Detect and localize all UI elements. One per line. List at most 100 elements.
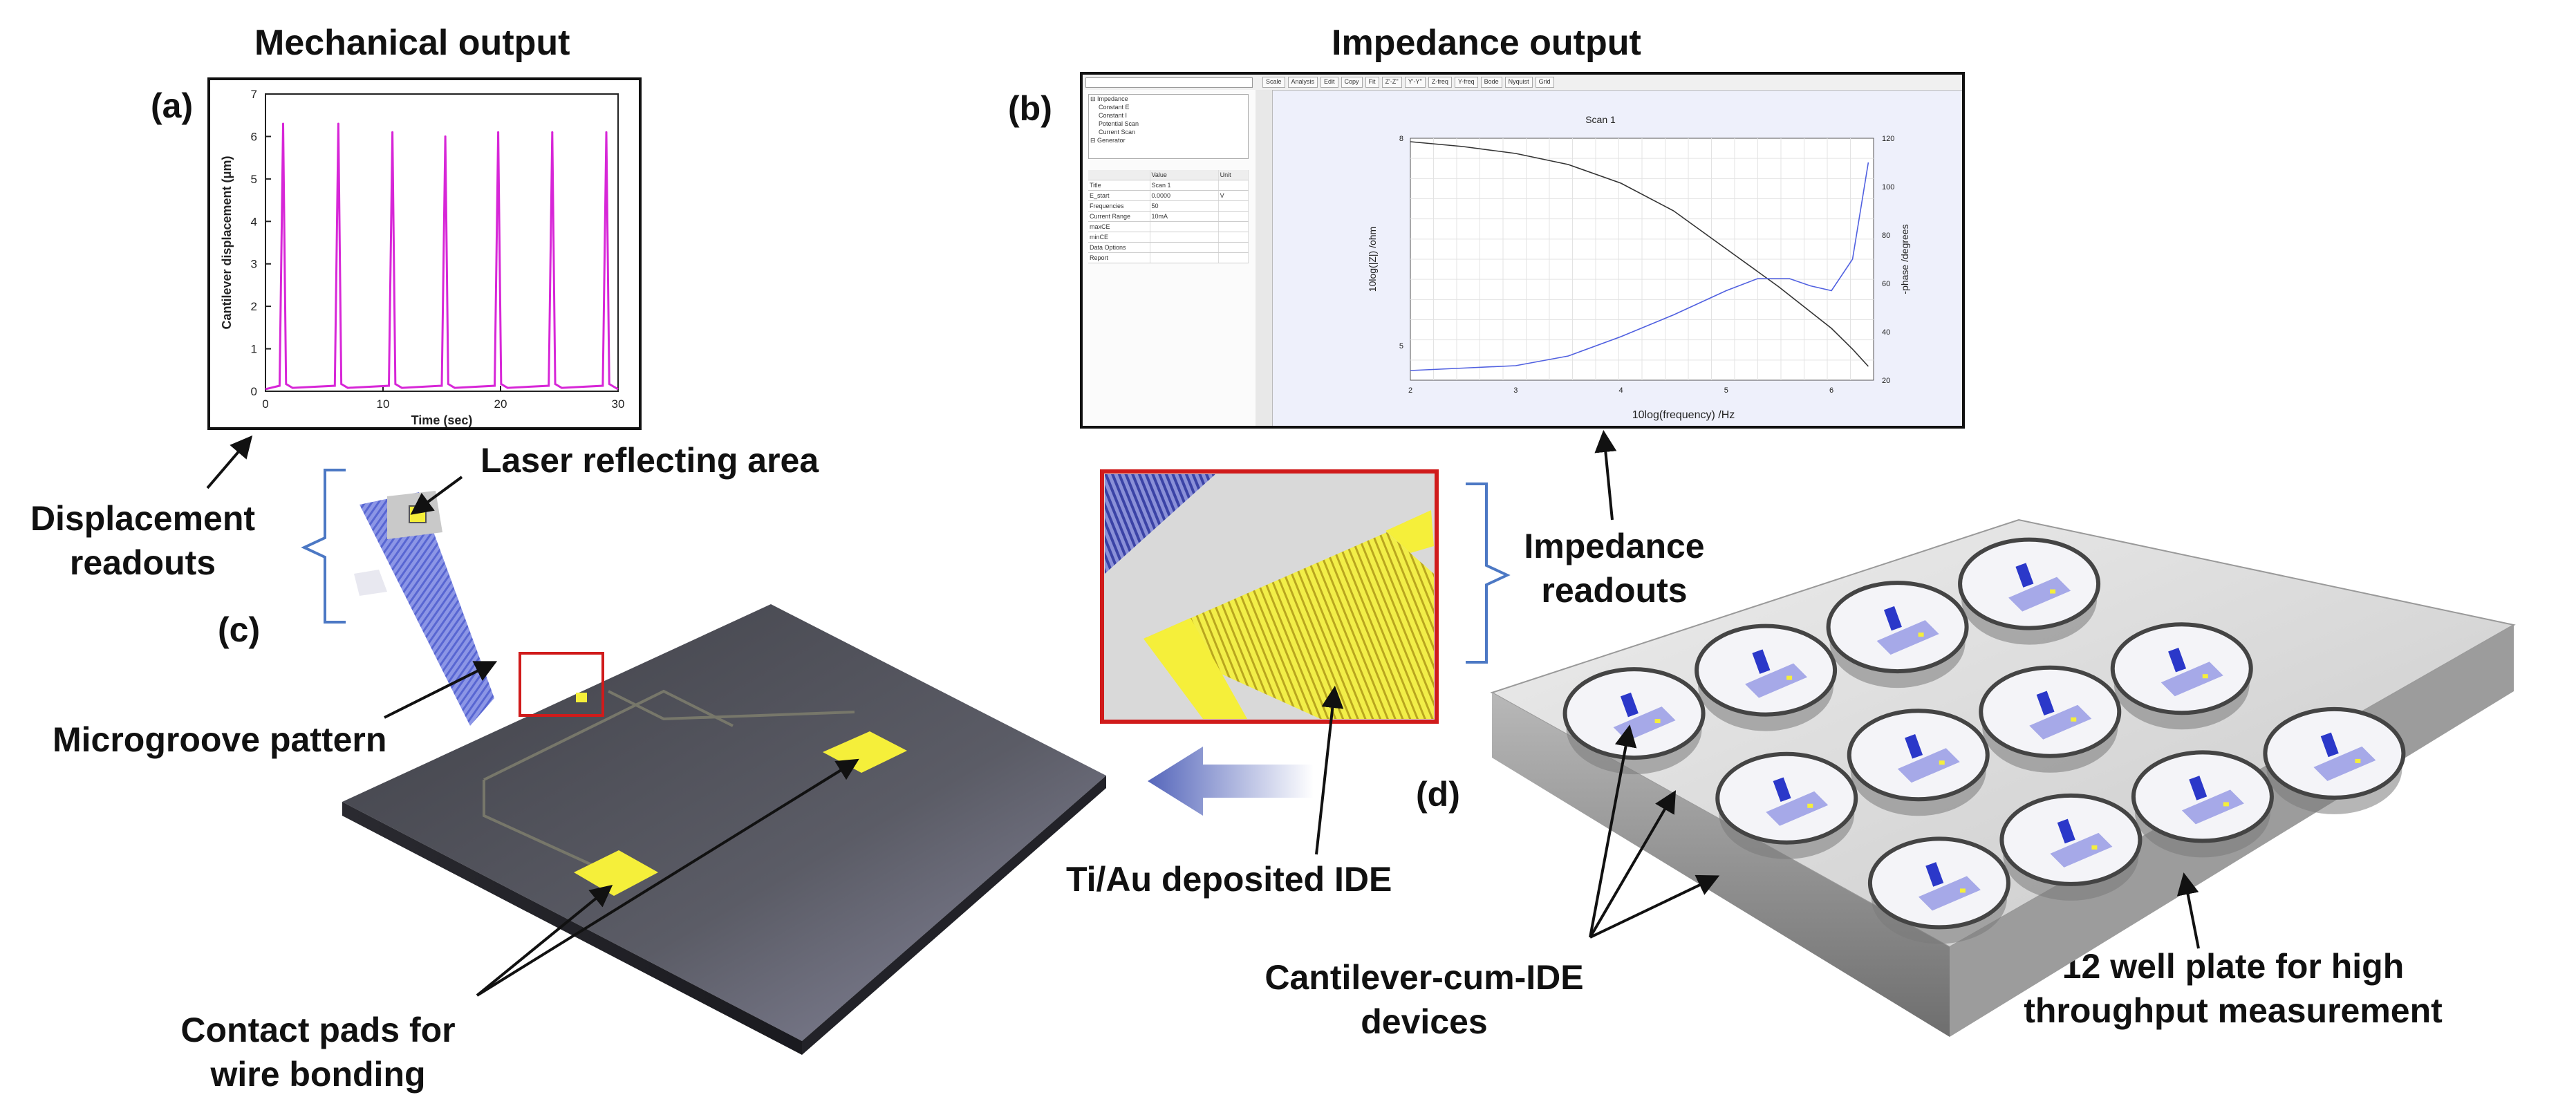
toolbar-button[interactable]: Analysis <box>1287 77 1318 88</box>
tree-item[interactable]: ⊟ Impedance <box>1090 95 1128 102</box>
well-shadow <box>1829 597 1966 688</box>
y-tick-label-a: 2 <box>251 300 257 313</box>
x-tick-label-b: 4 <box>1618 386 1623 395</box>
property-cell: E_start <box>1088 191 1150 200</box>
well-pad <box>2050 589 2056 594</box>
well <box>1562 667 1706 760</box>
y-axis-label-a: Cantilever displacement (μm) <box>220 156 234 329</box>
well-cantilever <box>2015 563 2034 588</box>
toolbar-button[interactable]: Z-freq <box>1428 77 1452 88</box>
property-cell: Frequencies <box>1088 201 1150 211</box>
leader-arrows <box>206 430 2200 997</box>
toolbar-button[interactable]: Y-freq <box>1454 77 1478 88</box>
well-shadow <box>1698 639 1834 731</box>
contact-pad-2 <box>823 731 907 773</box>
toolbar-button[interactable]: Grid <box>1535 77 1554 88</box>
well <box>1867 836 2010 930</box>
property-cell: Data Options <box>1088 243 1150 252</box>
y-left-tick-label-b: 5 <box>1399 342 1403 350</box>
phase-series <box>1410 162 1869 371</box>
contact-pads-label: Contact pads for wire bonding <box>138 1008 498 1096</box>
displacement-bracket <box>301 469 346 624</box>
property-row[interactable]: Data Options <box>1088 243 1249 253</box>
well-shadow <box>2266 722 2402 814</box>
chart-title-b: Scan 1 <box>1585 114 1616 125</box>
substrate-chip <box>342 604 1106 1055</box>
well <box>2110 622 2253 715</box>
x-tick-label-b: 5 <box>1724 386 1728 395</box>
side-toolstrip <box>1256 90 1273 426</box>
property-cell: V <box>1219 191 1249 200</box>
tree-item[interactable]: Potential Scan <box>1099 120 1139 127</box>
y-tick-label-a: 3 <box>251 258 257 271</box>
panel-label-c: (c) <box>218 610 261 649</box>
tree-item[interactable]: Constant I <box>1099 112 1128 119</box>
peak-point <box>551 131 554 133</box>
property-cell: Current Range <box>1088 212 1150 221</box>
toolbar-button[interactable]: Nyquist <box>1504 77 1533 88</box>
contact-pad-1 <box>574 850 658 896</box>
tree-item[interactable]: Current Scan <box>1099 129 1136 135</box>
property-cell <box>1150 253 1219 263</box>
y-tick-label-a: 4 <box>251 215 257 228</box>
tree-item[interactable]: ⊟ Generator <box>1090 137 1126 144</box>
x-tick-label-a: 0 <box>262 397 268 411</box>
peak-point <box>497 131 500 133</box>
property-cell <box>1219 180 1249 190</box>
well-shadow <box>1850 724 1986 816</box>
property-cell <box>1219 243 1249 252</box>
well-pad <box>1786 675 1793 680</box>
well <box>2131 750 2274 843</box>
toolbar-button[interactable]: Scale <box>1262 77 1285 88</box>
toolbar-button[interactable]: Y'-Y'' <box>1404 77 1426 88</box>
well-shadow <box>1961 553 2098 645</box>
cantilever <box>354 491 604 726</box>
well-pad <box>2355 758 2361 763</box>
well-device <box>2181 789 2244 825</box>
well-cantilever <box>2320 732 2339 758</box>
toolbar-button[interactable]: Edit <box>1320 77 1338 88</box>
panel-label-d: (d) <box>1416 775 1460 814</box>
y-left-axis-label-b: 10log(|Z|) /ohm <box>1367 227 1378 292</box>
well <box>1695 624 1838 717</box>
toolbar-button[interactable]: Z'-Z'' <box>1381 77 1402 88</box>
toolbar-button[interactable]: Fit <box>1365 77 1379 88</box>
x-axis-label-b: 10log(frequency) /Hz <box>1632 409 1735 421</box>
well-pad <box>2202 674 2208 679</box>
well-device <box>2050 832 2113 868</box>
tree-item[interactable]: Constant E <box>1099 104 1130 111</box>
cantilever-devices-line-2: devices <box>1361 1002 1488 1041</box>
toolbar-button[interactable]: Copy <box>1341 77 1363 88</box>
well-pad <box>2091 845 2098 850</box>
laser-reflecting-pad <box>409 505 427 523</box>
well-cantilever <box>1620 692 1639 718</box>
property-cell <box>1150 232 1219 242</box>
y-tick-label-a: 7 <box>251 88 257 101</box>
file-path-field[interactable] <box>1085 77 1253 88</box>
well-pad <box>1918 633 1924 637</box>
well <box>1999 793 2143 886</box>
method-tree[interactable]: ⊟ Impedance Constant E Constant I Potent… <box>1088 94 1249 159</box>
property-row[interactable]: maxCE <box>1088 222 1249 232</box>
well <box>1826 581 1969 674</box>
property-row[interactable]: Report <box>1088 253 1249 263</box>
left-panel: ⊟ Impedance Constant E Constant I Potent… <box>1083 90 1256 426</box>
property-cell: Unit <box>1219 170 1249 180</box>
peak-point <box>605 131 608 133</box>
property-cell: 10mA <box>1150 212 1219 221</box>
toolbar-button[interactable]: Bode <box>1480 77 1502 88</box>
property-row[interactable]: minCE <box>1088 232 1249 243</box>
y-right-tick-label-b: 60 <box>1882 280 1890 288</box>
property-cell: 0.0000 <box>1150 191 1219 200</box>
y-tick-label-a: 1 <box>251 343 257 356</box>
cantilever-devices-label: Cantilever-cum-IDE devices <box>1231 955 1618 1044</box>
property-cell: 50 <box>1150 201 1219 211</box>
